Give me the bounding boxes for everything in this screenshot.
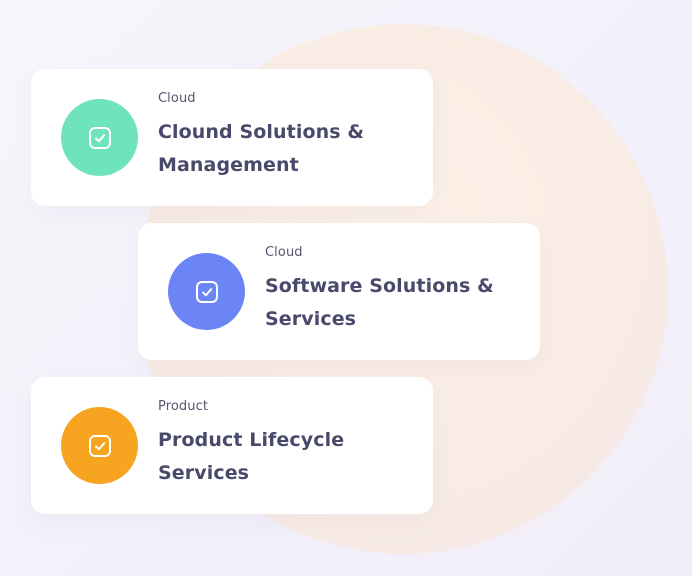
card-title: Clound Solutions & Management bbox=[158, 121, 365, 176]
card-title: Software Solutions & Services bbox=[265, 275, 494, 330]
service-card-software-solutions[interactable]: Cloud Software Solutions & Services bbox=[138, 223, 540, 360]
service-card-product-lifecycle[interactable]: Product Product Lifecycle Services bbox=[31, 377, 433, 514]
card-title: Product Lifecycle Services bbox=[158, 429, 345, 484]
checkbox-icon bbox=[88, 126, 111, 149]
card-category: Cloud bbox=[265, 245, 303, 260]
card-category: Product bbox=[158, 399, 209, 414]
checkbox-icon bbox=[195, 280, 218, 303]
service-card-cloud-solutions[interactable]: Cloud Clound Solutions & Management bbox=[31, 69, 433, 206]
icon-badge bbox=[61, 407, 138, 484]
icon-badge bbox=[61, 99, 138, 176]
checkbox-icon bbox=[88, 434, 111, 457]
card-category: Cloud bbox=[158, 91, 196, 106]
icon-badge bbox=[168, 253, 245, 330]
